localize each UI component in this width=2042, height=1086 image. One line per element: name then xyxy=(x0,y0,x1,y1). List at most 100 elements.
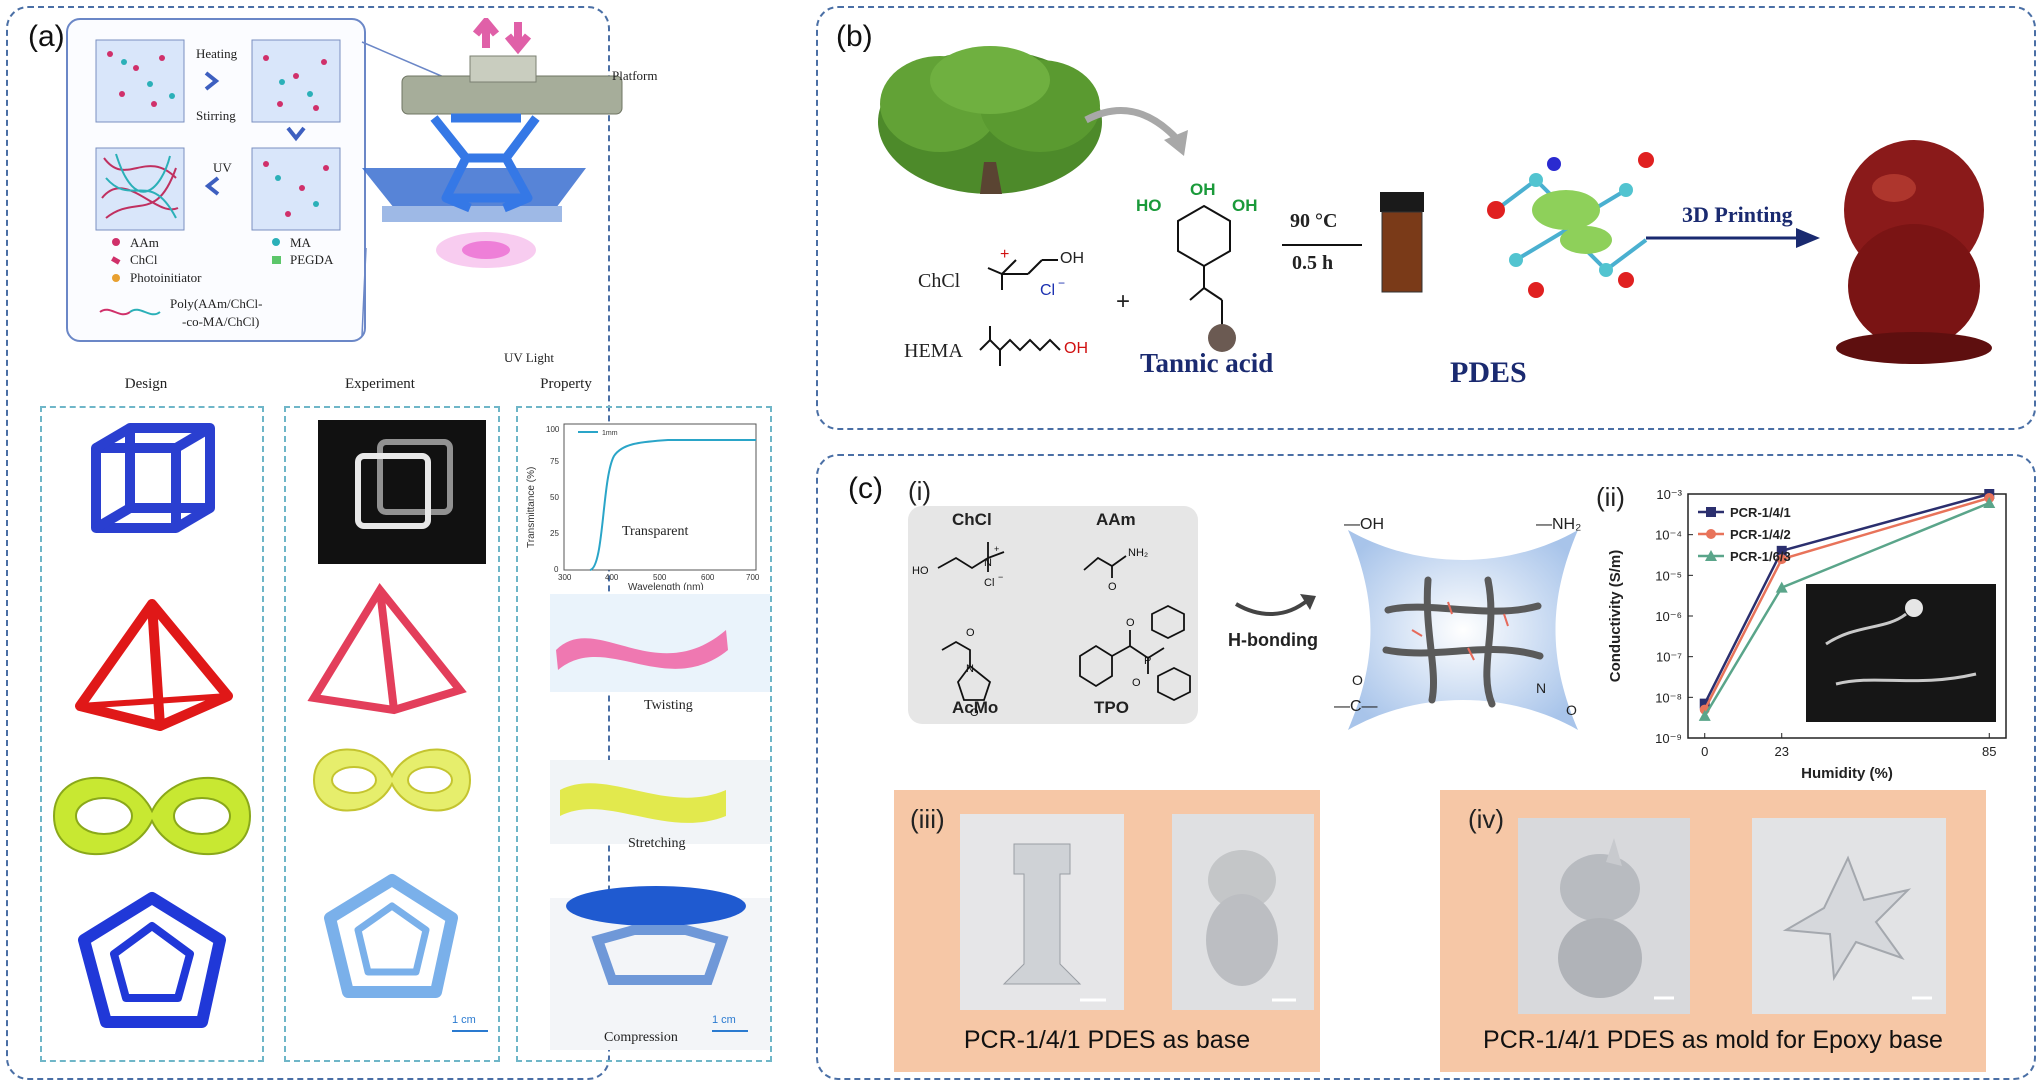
svg-text:HO: HO xyxy=(912,565,929,577)
hema-label: HEMA xyxy=(904,340,963,362)
ty-tick-0: 0 xyxy=(554,565,559,574)
cond-legend-label-1: PCR-1/4/1 xyxy=(1730,505,1791,520)
cond-xtick-label: 0 xyxy=(1701,744,1708,759)
cond-ylabel: Conductivity (S/m) xyxy=(1607,550,1624,683)
experiment-pyramid xyxy=(307,583,467,715)
svg-text:+: + xyxy=(994,544,999,554)
legend-ma: MA xyxy=(290,235,311,250)
cond-point xyxy=(1776,554,1787,565)
property-photos xyxy=(550,594,770,1050)
cond-point xyxy=(1699,698,1710,709)
column-experiment: Experiment xyxy=(345,376,415,392)
owl-drawing xyxy=(1206,850,1296,1002)
rook-drawing xyxy=(1002,843,1106,1002)
chcl-cl: Cl xyxy=(1040,282,1056,299)
network-carbonyl-o: O xyxy=(1352,672,1363,688)
design-pyramid xyxy=(75,599,233,731)
schematic-drawing xyxy=(95,18,623,337)
twisting-sample xyxy=(556,630,728,670)
experiment-dodecahedron xyxy=(324,874,458,998)
experiment-column-box xyxy=(284,406,500,1062)
stretching-sample xyxy=(560,783,726,823)
cond-xlabel: Humidity (%) xyxy=(1801,765,1893,782)
ty-tick-50: 50 xyxy=(550,493,559,502)
network-oh: —OH xyxy=(1344,516,1384,533)
transmittance-legend: 1mm xyxy=(602,430,618,437)
design-cube xyxy=(91,423,215,533)
panel-a-label: (a) xyxy=(28,20,65,53)
chcl-plus: + xyxy=(1000,246,1010,263)
monomer-structures: N + HO Cl − NH₂ O N O O O O P xyxy=(912,542,1191,719)
ty-tick-25: 25 xyxy=(550,529,559,538)
condition-temp: 90 °C xyxy=(1290,210,1338,232)
plus-sign: + xyxy=(1116,288,1131,315)
column-property: Property xyxy=(540,376,592,392)
legend-polymer-1: Poly(AAm/ChCl- xyxy=(170,296,263,311)
tx-tick-600: 600 xyxy=(701,573,715,582)
svg-text:O: O xyxy=(1108,581,1117,593)
legend-polymer-2: -co-MA/ChCl) xyxy=(182,314,260,329)
property-scale-text: 1 cm xyxy=(712,1014,736,1026)
transmittance-chart: 1mm 300 400 500 600 700 0 25 50 75 100 W… xyxy=(526,423,760,590)
cond-inset-wires xyxy=(1825,612,1977,686)
transmittance-curve xyxy=(589,439,756,571)
design-column-box xyxy=(40,406,264,1062)
network-nh2: —NH₂ xyxy=(1536,516,1582,533)
pdes-label: PDES xyxy=(1450,356,1527,389)
chcl-label: ChCl xyxy=(918,270,961,292)
cond-point xyxy=(1775,581,1788,593)
printed-figure xyxy=(1836,140,1992,364)
chcl-oh: OH xyxy=(1060,250,1084,267)
cond-legend-marker xyxy=(1706,529,1716,539)
tx-tick-300: 300 xyxy=(558,573,572,582)
cond-ytick-label: 10⁻⁹ xyxy=(1655,731,1682,746)
panel-c-label: (c) xyxy=(848,472,883,505)
unicorn-drawing xyxy=(1558,838,1674,1000)
label-stretching: Stretching xyxy=(628,836,686,851)
label-twisting: Twisting xyxy=(644,698,693,713)
pdes-molecule xyxy=(1487,152,1654,298)
experiment-infinity xyxy=(312,748,472,812)
cond-inset-sample xyxy=(1905,599,1923,617)
tree-illustration xyxy=(878,46,1102,194)
column-design: Design xyxy=(124,376,168,392)
experiment-shapes xyxy=(307,583,472,998)
polymer-network xyxy=(1348,530,1578,730)
property-column-box xyxy=(516,406,772,1062)
sub-ii-label: (ii) xyxy=(1596,482,1625,512)
transmittance-ylabel: Transmittance (%) xyxy=(526,467,537,548)
panel-c xyxy=(816,454,2036,1080)
sub-iii-label: (iii) xyxy=(910,804,945,834)
cond-ytick-label: 10⁻⁸ xyxy=(1655,690,1682,705)
svg-text:−: − xyxy=(998,572,1003,582)
tx-tick-500: 500 xyxy=(653,573,667,582)
experiment-scale-bar xyxy=(452,1030,488,1032)
uv-text: UV xyxy=(213,160,232,175)
platform-text: Platform xyxy=(612,68,658,83)
design-shapes xyxy=(52,423,252,1028)
legend-pegda: PEGDA xyxy=(290,252,334,267)
design-infinity xyxy=(52,776,252,856)
tx-tick-700: 700 xyxy=(746,573,760,582)
chcl-structure xyxy=(987,259,1058,290)
monomer-box xyxy=(908,506,1198,724)
cond-legend-label-3: PCR-1/6/3 xyxy=(1730,549,1791,564)
chcl-minus: − xyxy=(1058,276,1066,290)
svg-text:NH₂: NH₂ xyxy=(1128,547,1148,559)
network-o: O xyxy=(1566,702,1577,718)
cond-xtick-label: 85 xyxy=(1982,744,1996,759)
svg-text:N: N xyxy=(966,663,974,675)
cond-ytick-label: 10⁻⁷ xyxy=(1656,650,1682,665)
hema-structure xyxy=(979,326,1061,366)
cond-ytick-label: 10⁻³ xyxy=(1656,487,1682,502)
cond-ytick-label: 10⁻⁴ xyxy=(1655,528,1682,543)
condition-arrow xyxy=(1282,244,1362,246)
chem-tpo: TPO xyxy=(1094,698,1129,717)
ta-ho-left: HO xyxy=(1136,196,1162,215)
tannic-acid-structure xyxy=(1177,204,1236,352)
svg-text:O: O xyxy=(970,707,979,719)
cond-xtick-label: 23 xyxy=(1774,744,1788,759)
chem-chcl: ChCl xyxy=(952,510,992,529)
ty-tick-75: 75 xyxy=(550,457,559,466)
